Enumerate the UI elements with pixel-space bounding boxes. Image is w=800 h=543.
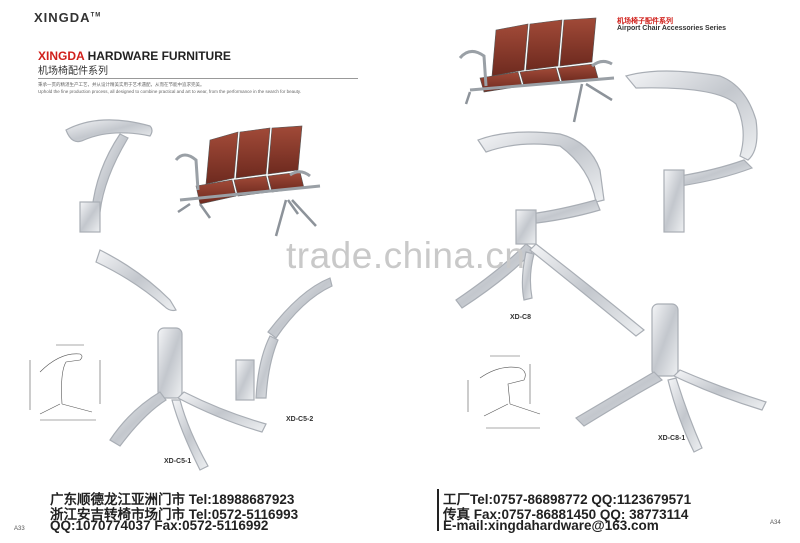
product-label-xd-c8-1: XD-C8-1 <box>658 435 686 442</box>
contact-right-line-1: 工厂Tel:0757-86898772 QQ:1123679571 <box>443 492 692 507</box>
intro-en: Uphold the fine production process, all … <box>38 89 302 94</box>
part-xd-c5-1-image <box>109 327 267 471</box>
contact-right-line-2: 传真 Fax:0757-86881450 QQ: 38773114 <box>443 507 689 522</box>
series-title-en: Airport Chair Accessories Series <box>617 25 727 32</box>
xd-c8-1-dimension-drawing <box>467 355 541 429</box>
part-xd-c8-1-arm-image <box>624 70 758 233</box>
product-label-xd-c8: XD-C8 <box>510 314 532 321</box>
part-xd-c8-image <box>455 131 645 337</box>
airport-chair-image-left <box>174 125 321 237</box>
header-divider <box>38 78 358 79</box>
contact-left-line-1: 广东顺德龙江亚洲门市 Tel:18988687923 <box>50 492 295 507</box>
intro-text: 秉承一贯的精湛生产工艺，并从设计精美实用于艺术遇配，从而在节能中追求完美。 Up… <box>38 81 368 95</box>
airport-chair-image-right <box>458 17 615 123</box>
brand-highlight: XINGDA <box>38 49 85 63</box>
brand-heading: XINGDA HARDWARE FURNITURE <box>38 49 231 63</box>
brand-logo: XINGDATM <box>34 10 102 25</box>
page-title-cn: 机场椅配件系列 <box>38 66 108 77</box>
page-number-right: A34 <box>770 520 781 526</box>
product-label-xd-c5-1: XD-C5-1 <box>164 458 192 465</box>
part-xd-c5-2-image <box>235 277 333 401</box>
product-label-xd-c5-2: XD-C5-2 <box>286 416 314 423</box>
page-number-left: A33 <box>14 526 25 532</box>
series-title-cn: 机场椅子配件系列 <box>617 18 673 25</box>
brand-rest: HARDWARE FURNITURE <box>84 49 231 63</box>
contact-divider-bar <box>437 489 439 531</box>
contact-right-line-3: E-mail:xingdahardware@163.com <box>443 518 659 533</box>
contact-left-line-2: 浙江安吉转椅市场门市 Tel:0572-5116993 <box>50 507 299 522</box>
intro-cn: 秉承一贯的精湛生产工艺，并从设计精美实用于艺术遇配，从而在节能中追求完美。 <box>38 82 205 87</box>
xd-c5-1-dimension-drawing <box>29 344 101 421</box>
part-xd-c5-2-top-image <box>65 119 177 312</box>
contact-left-line-3: QQ:1070774037 Fax:0572-5116992 <box>50 518 269 533</box>
watermark: trade.china.cn <box>286 235 526 276</box>
part-xd-c8-1-leg-image <box>575 303 767 453</box>
